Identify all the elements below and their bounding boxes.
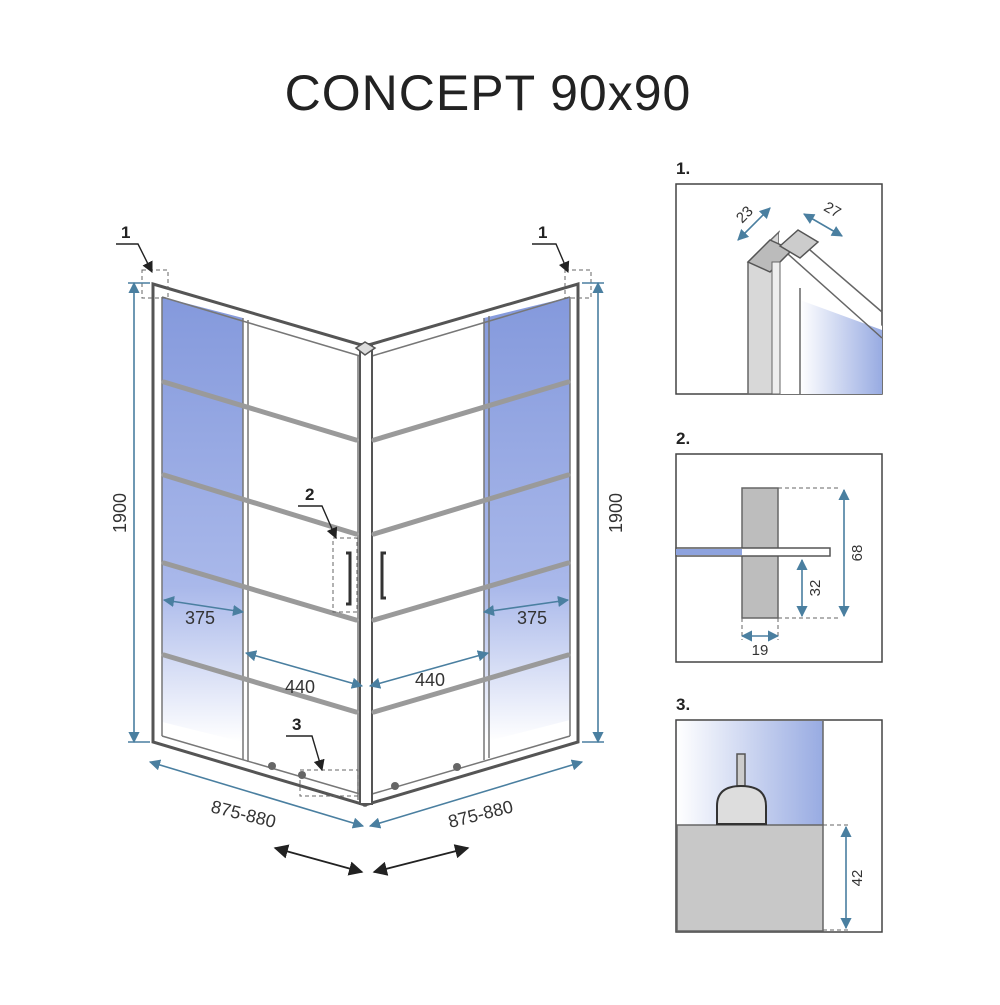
detail-3-drawing [676,721,850,932]
right-fixed-glass [484,297,570,742]
dim-width-right: 875-880 [446,796,515,831]
dim-door-left: 440 [285,677,315,697]
dim-height-left: 1900 [110,493,130,533]
dim-door-right: 440 [415,670,445,690]
detail-3-label: 3. [676,695,690,714]
detail-2-dim-lower: 32 [807,580,824,597]
roller-wheel [716,784,767,825]
adjust-arrow-right [372,844,470,876]
callout-1-left: 1 [121,223,130,242]
page-title: CONCEPT 90x90 [285,65,692,121]
dim-fixed-left: 375 [185,608,215,628]
dim-width-left: 875-880 [209,796,278,831]
detail-1-dim-b: 27 [821,199,844,222]
detail-2-label: 2. [676,429,690,448]
shower-tray-section [676,824,824,932]
callout-3: 3 [292,715,301,734]
detail-2-dim-width: 19 [752,642,769,659]
callout-1-right: 1 [538,223,547,242]
left-fixed-glass [162,297,243,742]
dim-height-right: 1900 [606,493,626,533]
detail-1-drawing [746,229,883,395]
handle-right [380,551,386,600]
enclosure-drawing [141,269,592,808]
corner-post [359,343,373,805]
callout-2: 2 [305,485,314,504]
handle-left [346,551,352,606]
adjust-arrow-left [273,844,364,876]
dim-fixed-right: 375 [517,608,547,628]
detail-1-label: 1. [676,159,690,178]
detail-3-dim-height: 42 [849,870,866,887]
detail-2-drawing [675,487,840,640]
detail-2-dim-height: 68 [849,545,866,562]
